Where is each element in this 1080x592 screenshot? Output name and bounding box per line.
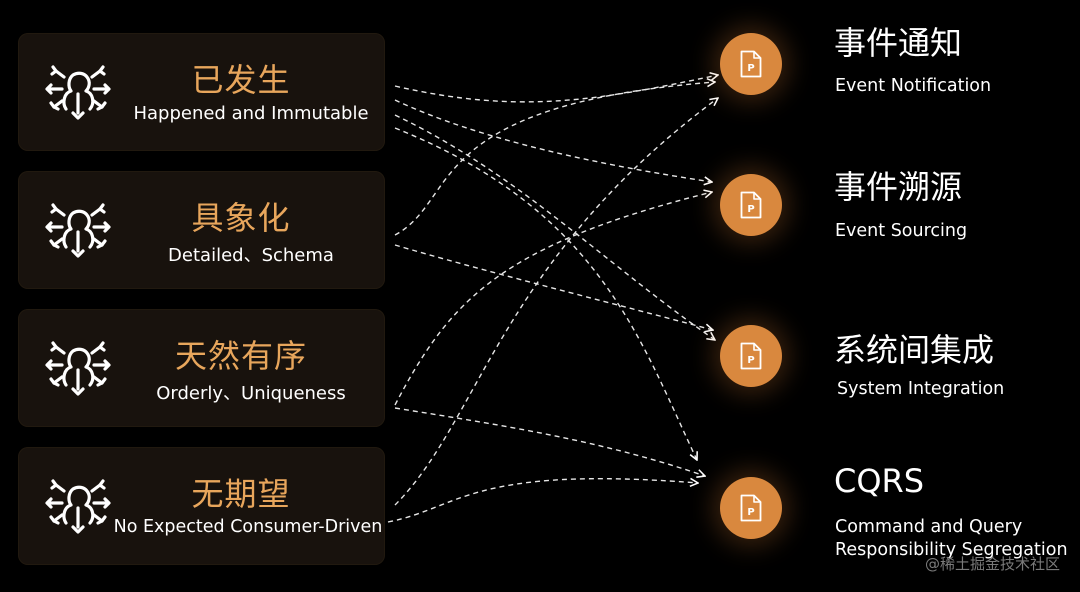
output-title-integration: 系统间集成 bbox=[834, 331, 995, 369]
document-node-sourcing bbox=[720, 174, 782, 236]
connector-happened-sourcing bbox=[394, 99, 712, 182]
connector-orderly-cqrs bbox=[394, 407, 705, 476]
connector-noexpected-notification bbox=[394, 98, 718, 506]
input-title: 具象化 bbox=[191, 199, 291, 237]
input-card-detailed: 具象化 Detailed、Schema bbox=[18, 171, 385, 289]
output-title-sourcing: 事件溯源 bbox=[834, 168, 963, 206]
output-subtitle-sourcing: Event Sourcing bbox=[835, 221, 968, 241]
connector-happened-notification bbox=[394, 75, 718, 103]
document-icon bbox=[740, 50, 762, 78]
document-node-integration bbox=[720, 325, 782, 387]
input-card-happened: 已发生 Happened and Immutable bbox=[18, 33, 385, 151]
input-subtitle: No Expected Consumer-Driven bbox=[113, 517, 383, 537]
connector-happened-integration bbox=[394, 114, 715, 340]
document-node-notification bbox=[720, 33, 782, 95]
output-title-cqrs: CQRS bbox=[834, 462, 925, 500]
output-subtitle-integration: System Integration bbox=[837, 379, 1005, 399]
input-title: 已发生 bbox=[191, 61, 291, 99]
connector-detailed-notification bbox=[394, 82, 715, 236]
document-icon bbox=[740, 342, 762, 370]
document-icon bbox=[740, 494, 762, 522]
connector-orderly-sourcing bbox=[394, 192, 712, 406]
output-subtitle-notification: Event Notification bbox=[835, 76, 992, 96]
input-subtitle: Detailed、Schema bbox=[168, 245, 334, 266]
connector-noexpected-cqrs bbox=[387, 479, 698, 523]
input-subtitle: Orderly、Uniqueness bbox=[156, 383, 346, 404]
document-icon bbox=[740, 191, 762, 219]
connector-detailed-integration bbox=[394, 244, 713, 330]
document-node-cqrs bbox=[720, 477, 782, 539]
output-title-notification: 事件通知 bbox=[834, 24, 963, 62]
output-subtitle-cqrs-line1: Command and Query bbox=[835, 517, 1023, 537]
input-title: 天然有序 bbox=[174, 337, 307, 375]
input-card-orderly: 天然有序 Orderly、Uniqueness bbox=[18, 309, 385, 427]
input-title: 无期望 bbox=[191, 475, 291, 513]
input-card-no-expected: 无期望 No Expected Consumer-Driven bbox=[18, 447, 385, 565]
output-subtitle-cqrs-line2: Responsibility Segregation bbox=[835, 540, 1068, 560]
watermark: @稀土掘金技术社区 bbox=[924, 555, 1060, 573]
input-subtitle: Happened and Immutable bbox=[133, 103, 369, 124]
connector-happened-cqrs bbox=[394, 127, 697, 460]
